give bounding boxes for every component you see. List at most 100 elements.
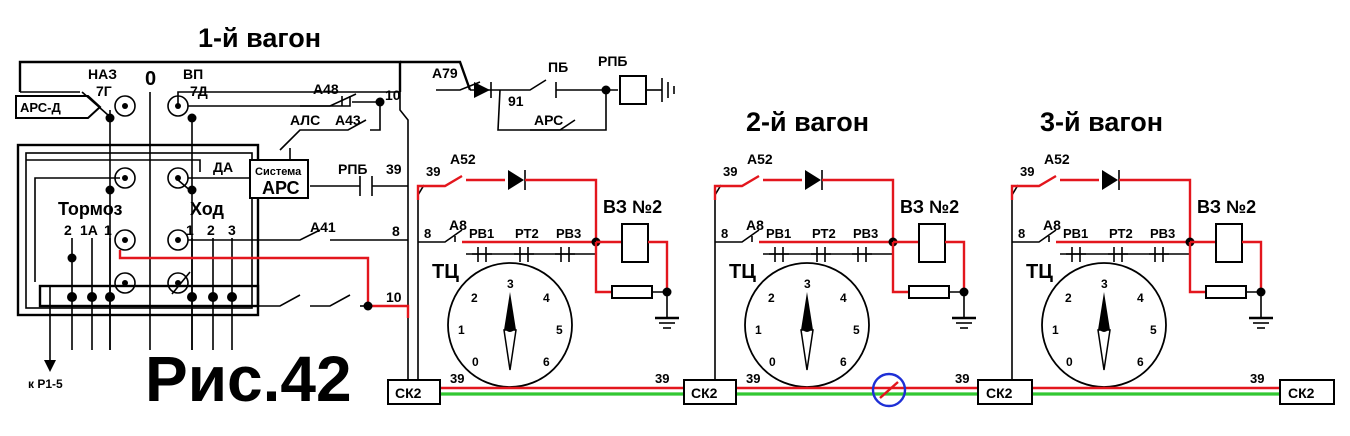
rpb-label-top: РПБ: [598, 53, 627, 69]
vp-label: ВП: [183, 66, 203, 82]
ars-contact-label: АРС: [534, 112, 563, 128]
wire-10-bottom: 10: [386, 289, 402, 305]
gauge-tick-1: 1: [755, 323, 762, 337]
gauge-tick-1: 1: [1052, 323, 1059, 337]
rt2-label: РТ2: [1109, 226, 1133, 241]
svg-text:СК2: СК2: [395, 385, 422, 401]
car3-title: 3-й вагон: [1040, 107, 1163, 137]
vz2-label: ВЗ №2: [900, 197, 959, 217]
wire-91-label: 91: [508, 93, 524, 109]
als-label: АЛС: [290, 112, 320, 128]
car2-title: 2-й вагон: [746, 107, 869, 137]
svg-text:СК2: СК2: [691, 385, 718, 401]
khod-3: 3: [228, 222, 236, 238]
svg-text:СК2: СК2: [986, 385, 1013, 401]
svg-text:СК2: СК2: [1288, 385, 1315, 401]
gauge-tick-6: 6: [840, 355, 847, 369]
r15-label: к Р1-5: [28, 377, 63, 391]
gauge-tick-4: 4: [840, 291, 847, 305]
gauge-needle: [1098, 292, 1110, 330]
a52-label: А52: [450, 151, 476, 167]
rv3-label: РВ3: [853, 226, 878, 241]
car1-controller: АРС-Д НАЗ 7Г 0 ВП 7Д: [15, 60, 472, 391]
tormoz-2: 2: [64, 222, 72, 238]
naz-label: НАЗ: [88, 66, 117, 82]
a8-label: А8: [1043, 217, 1061, 233]
sk2-box-4: СК2: [1279, 379, 1335, 405]
bus-wire-39-a: 39: [450, 371, 464, 386]
gauge-tick-6: 6: [543, 355, 550, 369]
contact-l4: [114, 272, 136, 294]
figure-label: Рис.42: [145, 343, 352, 415]
a41-label: А41: [310, 219, 336, 235]
wire-39-c1: 39: [386, 161, 402, 177]
gauge-tick-3: 3: [1101, 277, 1108, 291]
gauge-tick-3: 3: [804, 277, 811, 291]
rt2-label: РТ2: [515, 226, 539, 241]
gauge-tick-3: 3: [507, 277, 514, 291]
bus-wire-39-e: 39: [1250, 371, 1264, 386]
contact-r4: [167, 271, 191, 295]
gauge-tick-4: 4: [1137, 291, 1144, 305]
bus-wire-39-d: 39: [955, 371, 969, 386]
ars-system-line2: АРС: [262, 178, 300, 198]
sk2-box-1: СК2: [387, 379, 441, 405]
contact-naz: [114, 95, 136, 117]
gauge-tick-2: 2: [768, 291, 775, 305]
naz-num: 7Г: [96, 83, 112, 99]
ars-system-line1: Система: [255, 166, 302, 178]
da-label: ДА: [213, 159, 233, 175]
a52-label: А52: [1044, 151, 1070, 167]
pb-label: ПБ: [548, 59, 568, 75]
gauge-needle: [801, 292, 813, 330]
gauge-tick-1: 1: [458, 323, 465, 337]
contact-l3: [114, 229, 136, 251]
tormoz-1a: 1А: [80, 222, 98, 238]
sk2-box-3: СК2: [977, 379, 1033, 405]
tormoz-1: 1: [104, 222, 112, 238]
bus-wire-39-b: 39: [655, 371, 669, 386]
sk2-box-2: СК2: [683, 379, 737, 405]
car1-title: 1-й вагон: [198, 23, 321, 53]
gauge-tick-5: 5: [1150, 323, 1157, 337]
rv1-label: РВ1: [469, 226, 494, 241]
rv1-label: РВ1: [1063, 226, 1088, 241]
rv1-label: РВ1: [766, 226, 791, 241]
vz2-label: ВЗ №2: [1197, 197, 1256, 217]
bus-wire-39-c: 39: [746, 371, 760, 386]
fault-marker: [871, 372, 907, 408]
train-line: СК2 СК2 СК2 СК2 39 39 39 39 39: [387, 371, 1335, 408]
rpb-circuit: А79 ПБ РПБ 91 АРС: [432, 53, 675, 131]
a8-label: А8: [746, 217, 764, 233]
ars-d-label: АРС-Д: [20, 100, 61, 115]
car-wire-8: 8: [424, 226, 431, 241]
rv3-label: РВ3: [1150, 226, 1175, 241]
khod-2: 2: [207, 222, 215, 238]
gauge-tick-2: 2: [471, 291, 478, 305]
contact-r3: [167, 229, 189, 251]
khod-1: 1: [186, 222, 194, 238]
a8-label: А8: [449, 217, 467, 233]
tc-label: ТЦ: [432, 261, 459, 283]
gauge-tick-0: 0: [1066, 355, 1073, 369]
car-wire-39: 39: [1020, 164, 1034, 179]
car-wire-39: 39: [723, 164, 737, 179]
gauge-tick-5: 5: [556, 323, 563, 337]
car-wire-8: 8: [1018, 226, 1025, 241]
vz2-label: ВЗ №2: [603, 197, 662, 217]
wire-10-top: 10: [385, 87, 401, 103]
tc-label: ТЦ: [1026, 261, 1053, 283]
a43-label: А43: [335, 112, 361, 128]
wire-8-c1: 8: [392, 223, 400, 239]
a79-label: А79: [432, 65, 458, 81]
car-wire-39: 39: [426, 164, 440, 179]
gauge-needle: [504, 292, 516, 330]
rpb-label-c1: РПБ: [338, 161, 367, 177]
contact-l2: [114, 167, 136, 189]
tormoz-label: Тормоз: [58, 199, 122, 219]
gauge-tick-0: 0: [472, 355, 479, 369]
